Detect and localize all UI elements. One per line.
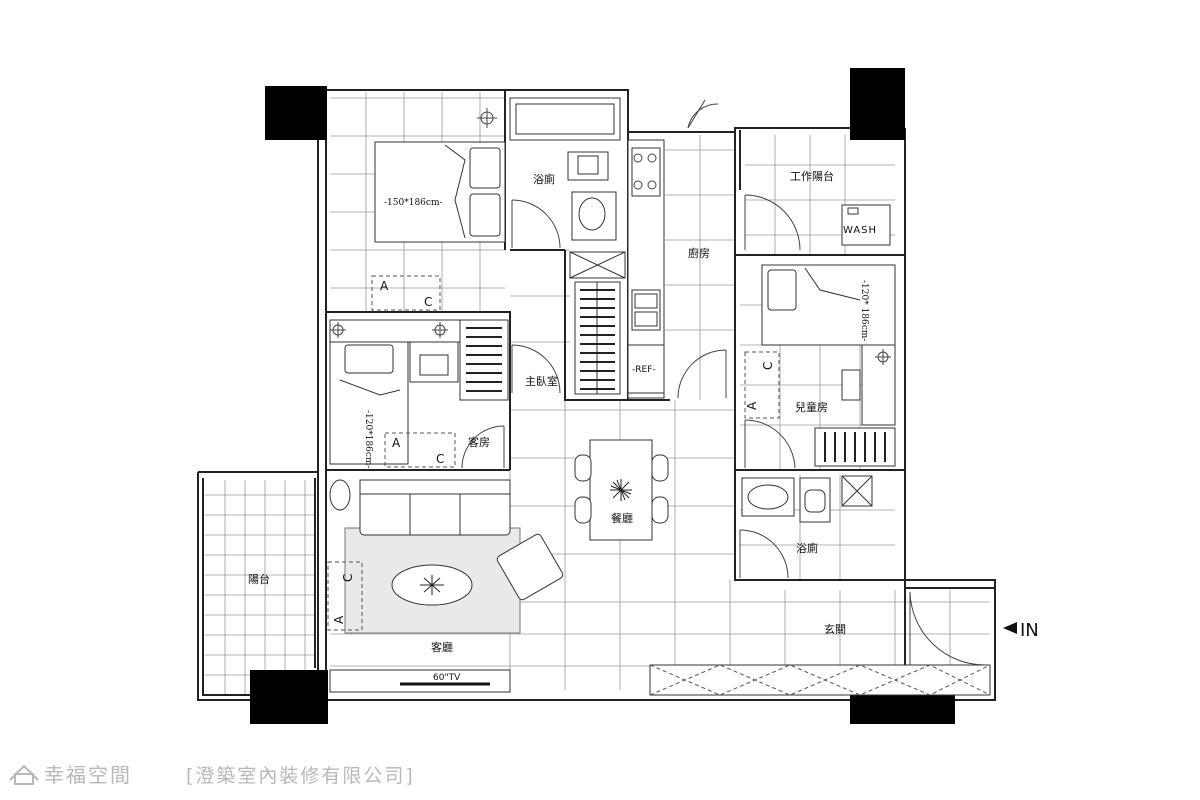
ceiling-light-icon	[875, 349, 891, 365]
guest-hangers	[466, 327, 502, 392]
ac-mark-a: A	[745, 401, 759, 410]
room-label-entrance: 玄關	[824, 622, 846, 636]
kids-bed	[761, 264, 896, 346]
room-label-dining: 餐廳	[611, 511, 633, 525]
toilet-icon	[567, 151, 609, 181]
flower-centerpiece-icon	[610, 479, 632, 501]
kids-desk	[841, 344, 896, 426]
washer-label: WASH	[843, 225, 877, 236]
ac-mark-c: C	[424, 295, 432, 309]
ac-mark-c: C	[436, 452, 444, 466]
bathtub-icon	[509, 97, 621, 141]
entry-label: IN	[1020, 620, 1039, 641]
room-label-bathroom-2: 浴廁	[796, 541, 818, 555]
sink-icon	[741, 477, 795, 517]
guest-wardrobe	[329, 319, 509, 401]
tv-cabinet	[329, 669, 511, 693]
brand-logo-icon	[9, 764, 39, 785]
room-label-living-room: 客廳	[431, 640, 453, 654]
kids-hangers	[824, 432, 886, 462]
guest-bed	[329, 341, 409, 465]
room-label-master-bedroom: 主臥室	[525, 374, 558, 388]
ac-unit-kids	[744, 351, 780, 419]
ac-mark-a: A	[392, 436, 401, 450]
kitchen-sink-icon	[631, 289, 661, 331]
dining-chairs	[574, 454, 669, 524]
door-swings	[461, 99, 986, 666]
guest-bed-dimension: -120*186cm-	[363, 410, 373, 469]
pantry-shelves	[569, 251, 626, 395]
shoe-cabinet	[649, 664, 991, 696]
room-label-service-balcony: 工作陽台	[790, 169, 834, 183]
room-label-kitchen: 廚房	[688, 246, 710, 260]
tv-label: 60"TV	[433, 673, 461, 683]
toilet-icon	[799, 477, 831, 523]
master-bed-dimension: -150*186cm-	[384, 198, 443, 208]
room-label-kids-room: 兒童房	[795, 400, 828, 414]
stove-icon	[633, 153, 657, 190]
ac-mark-a: A	[380, 279, 389, 293]
sink-icon	[571, 191, 617, 241]
kids-bed-dimension: -120* 186cm-	[859, 280, 869, 341]
fridge-label: -REF-	[632, 365, 656, 375]
room-label-balcony: 陽台	[248, 572, 270, 586]
washing-machine	[841, 204, 891, 246]
ac-mark-c: C	[761, 362, 775, 370]
room-label-guest-room: 客房	[468, 435, 490, 449]
guest-desk	[409, 341, 459, 383]
ac-mark-a: A	[332, 615, 346, 624]
entry-arrow-icon	[1003, 622, 1017, 634]
ac-unit-living	[327, 561, 363, 631]
ac-mark-c: C	[341, 574, 355, 582]
ac-unit-guest	[384, 432, 456, 468]
shower-box	[841, 475, 873, 507]
side-table	[329, 479, 351, 511]
watermark-brand: 幸福空間	[44, 763, 132, 787]
ceiling-light-icon	[477, 108, 497, 128]
master-bed	[374, 141, 506, 243]
watermark-company: [澄築室內裝修有限公司]	[186, 765, 415, 787]
ac-unit-master	[371, 275, 441, 311]
coffee-table	[391, 564, 473, 606]
fridge	[627, 344, 665, 394]
pantry-hangers	[580, 289, 615, 390]
armchair	[496, 533, 564, 601]
room-label-bathroom-1: 浴廁	[533, 172, 555, 186]
sofa	[359, 479, 511, 536]
ceiling-light-icon	[330, 322, 448, 338]
